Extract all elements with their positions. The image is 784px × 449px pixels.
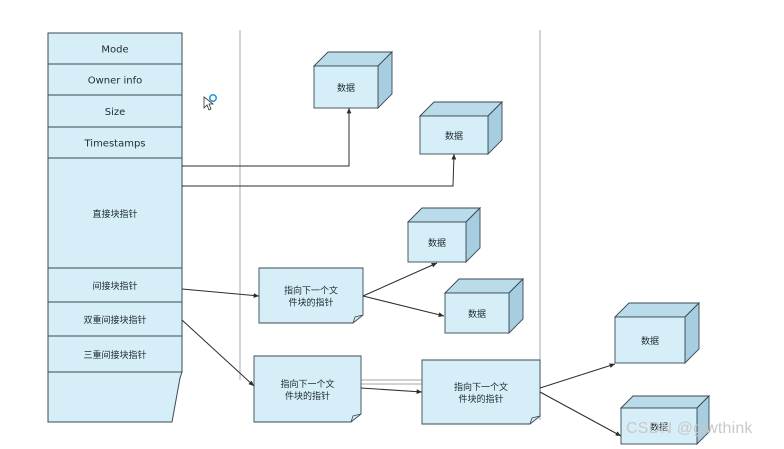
- connectors: [181, 108, 622, 437]
- data-block-label: 数据: [650, 421, 668, 433]
- inode-field-timestamps: Timestamps: [47, 126, 183, 159]
- connector-direct-to-d1: [182, 108, 352, 167]
- inode-field-label: 双重间接块指针: [83, 314, 146, 326]
- data-block-d6: 数据: [619, 394, 711, 446]
- inode-field-label: 间接块指针: [92, 280, 137, 292]
- inode-field-direct: 直接块指针: [47, 157, 183, 269]
- pointer-block-text: 指向下一个文: [284, 285, 338, 297]
- inode-field-label: 直接块指针: [92, 208, 137, 220]
- inode-field-double: 双重间接块指针: [47, 301, 183, 337]
- connector-p1-to-d3: [362, 262, 438, 297]
- inode-field-mode: Mode: [47, 32, 183, 65]
- pointer-block-text: 指向下一个文: [280, 378, 334, 390]
- inode-field-indirect: 间接块指针: [47, 267, 183, 303]
- inode-field-label: Timestamps: [83, 139, 145, 150]
- mouse-cursor-icon: [203, 94, 218, 111]
- inode-field-tail: [47, 371, 183, 423]
- connector-direct-to-d2: [182, 153, 457, 187]
- inode-field-owner: Owner info: [47, 63, 183, 96]
- connector-p1-to-d4: [362, 295, 445, 318]
- connector-p3-to-d5: [539, 363, 616, 389]
- inode-field-size: Size: [47, 94, 183, 128]
- data-block-label: 数据: [445, 130, 463, 142]
- pointer-block-text: 件块的指针: [288, 297, 333, 309]
- connector-p3-to-d6: [539, 391, 622, 437]
- data-block-label: 数据: [428, 237, 446, 249]
- data-block-label: 数据: [337, 82, 355, 94]
- connector-indirect-to-p1: [181, 288, 260, 298]
- watermark: CSDN @gjwthink: [626, 420, 753, 437]
- pointer-block-text: 件块的指针: [285, 390, 330, 402]
- data-block-d4: 数据: [443, 277, 525, 335]
- inode-field-label: Owner info: [88, 76, 143, 87]
- connector-p2-to-p3: [360, 387, 423, 395]
- data-block-d2: 数据: [418, 100, 504, 156]
- inode-field-label: 三重间接块指针: [83, 349, 146, 361]
- data-block-d1: 数据: [312, 50, 394, 110]
- data-block-d3: 数据: [406, 206, 482, 264]
- data-block-d5: 数据: [613, 301, 701, 365]
- data-block-label: 数据: [641, 335, 659, 347]
- inode-field-label: Size: [105, 107, 126, 118]
- connector-double-to-p2: [181, 319, 255, 387]
- data-block-label: 数据: [468, 308, 486, 320]
- inode-field-label: Mode: [101, 45, 128, 56]
- inode-field-triple: 三重间接块指针: [47, 335, 183, 373]
- pointer-block-text: 件块的指针: [458, 393, 503, 405]
- pointer-block-text: 指向下一个文: [454, 381, 508, 393]
